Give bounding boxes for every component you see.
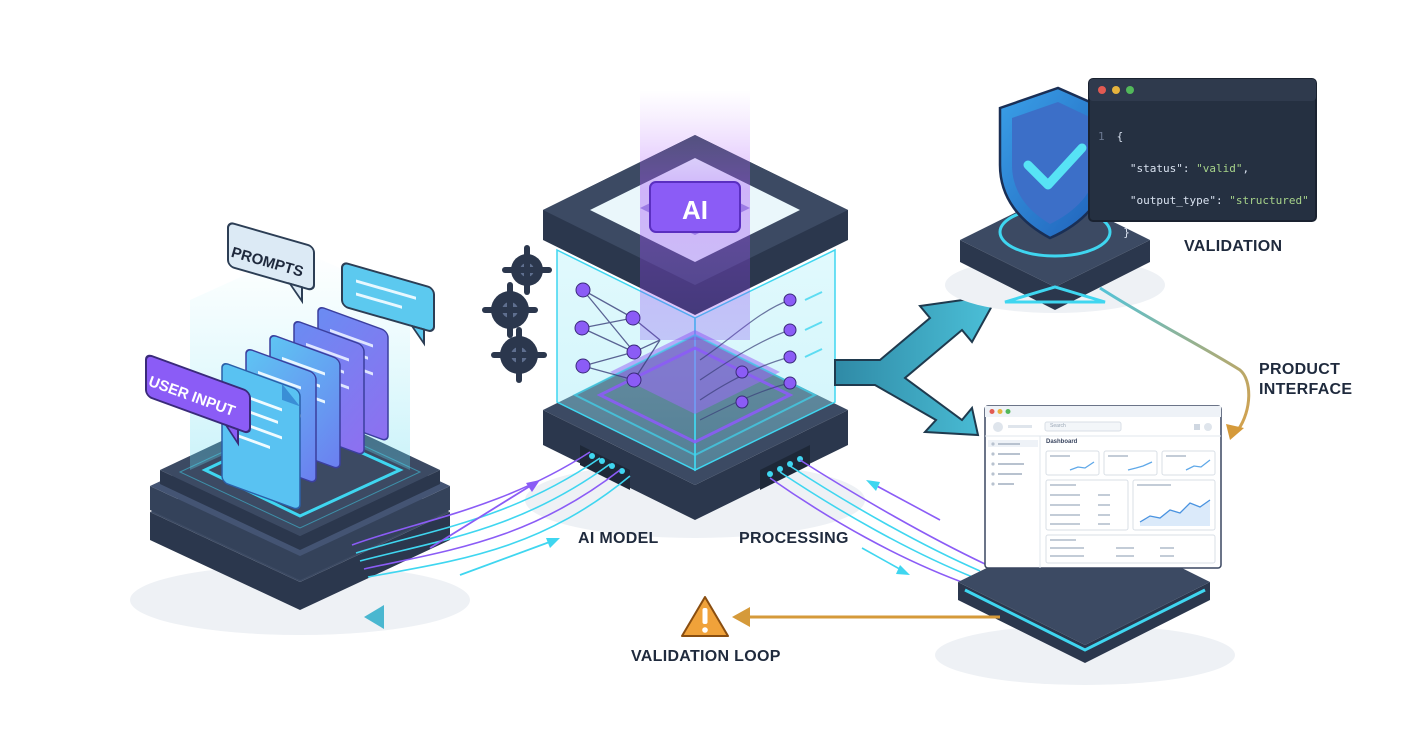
validation-loop-arrow [364, 605, 1000, 629]
close-dot-icon [1098, 86, 1106, 94]
dashboard-search-input: Search [1050, 423, 1066, 429]
line-number: 1 [1098, 130, 1105, 143]
code-open-brace: { [1116, 130, 1124, 143]
validation-to-interface-connector [1099, 286, 1251, 440]
interface-platform [935, 520, 1235, 685]
code-content: 1 { "status": "valid", "output_type": "s… [1098, 113, 1312, 257]
code-status-key: "status" [1129, 162, 1183, 175]
minimize-dot-icon [1112, 86, 1120, 94]
user-input-bubble [145, 354, 251, 447]
maximize-dot-icon [1126, 86, 1134, 94]
code-line-2: "status": "valid", [1129, 162, 1250, 175]
gear-icon [482, 245, 552, 383]
code-line-4: } [1098, 225, 1312, 241]
input-to-model-wires [351, 451, 631, 578]
product-interface-line2: INTERFACE [1259, 381, 1353, 398]
code-line-1: 1 { [1098, 129, 1312, 145]
chat-bubble-icon [341, 262, 435, 347]
validation-label: VALIDATION [1184, 238, 1283, 255]
model-to-interface-wires [769, 459, 986, 586]
prompts-bubble [227, 222, 315, 305]
code-line-3: "output_type": "structured" [1129, 194, 1309, 207]
code-output-key: "output_type" [1129, 194, 1216, 207]
processing-label: PROCESSING [739, 530, 849, 547]
ai-chip-label: AI [682, 195, 708, 225]
dashboard-window [984, 405, 1222, 569]
code-window [1088, 78, 1317, 222]
code-status-value: "valid" [1196, 162, 1243, 175]
flow-arrow-up [429, 480, 560, 576]
split-arrow [834, 293, 1000, 437]
dashboard-title: Dashboard [1046, 439, 1078, 445]
ai-model-unit [525, 90, 865, 538]
code-output-value: "structured" [1229, 194, 1309, 207]
code-close-brace: } [1123, 226, 1130, 239]
product-interface-line1: PRODUCT [1259, 361, 1341, 378]
ai-model-label: AI MODEL [578, 530, 659, 547]
validation-loop-label: VALIDATION LOOP [631, 648, 781, 665]
warning-icon [681, 596, 729, 637]
product-interface-label: PRODUCT INTERFACE [1259, 360, 1352, 400]
